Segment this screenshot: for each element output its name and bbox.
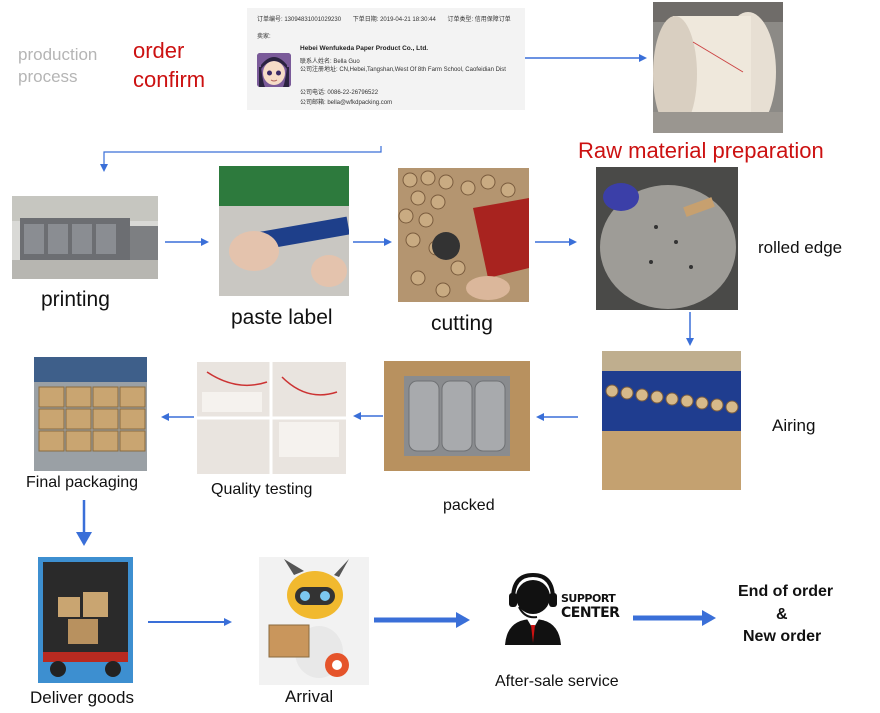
step-label-after-sale: After-sale service [495,673,619,690]
step-label-rolled-edge: rolled edge [758,238,843,257]
step-label-cutting: cutting [431,312,493,335]
step-label-quality-testing: Quality testing [211,481,313,498]
seller-address: 公司注册地址: CN,Hebei,Tangshan,West Of 8th Fa… [300,67,506,73]
order-type: 订单类型: 信用保障订单 [447,17,511,23]
seller-company-name: Hebei Wenfukeda Paper Product Co., Ltd. [300,45,429,52]
step-label-paste-label: paste label [231,306,333,329]
seller-contact: 联系人姓名: Bella Guo [300,59,360,65]
production-process-text: production process [18,45,98,86]
step-label-arrival: Arrival [285,687,334,706]
packed-photo [384,361,530,471]
end-of-order-text: End of order [738,583,834,600]
seller-email: 公司邮箱: bella@wfkdpacking.com [300,100,393,106]
arrival-robot-illustration [259,557,369,685]
seller-label: 卖家: [257,34,271,40]
rolled-edge-photo [596,167,738,310]
ampersand-text: & [776,606,788,623]
step-label-airing: Airing [772,416,816,435]
step-label-packed: packed [443,497,495,514]
support-logo-line2: CENTER [561,605,620,621]
airing-photo [602,351,741,490]
raw-material-preparation-text: Raw material preparation [578,138,824,163]
support-center-illustration: SUPPORT CENTER [497,567,620,657]
step-label-printing: printing [41,288,110,311]
final-packaging-photo [34,357,147,471]
printing-photo [12,196,158,279]
step-label-deliver-goods: Deliver goods [30,688,134,707]
support-logo-line1: SUPPORT [561,592,616,605]
arrow-elbow-to-printing [100,146,382,172]
step-label-final-packaging: Final packaging [26,474,139,491]
order-confirm-text: order confirm [133,38,206,92]
raw-material-roll-photo [653,2,783,133]
order-confirmation-card: 订单编号: 1309483100102923​0 下单日期: 2019-04-2… [247,8,525,110]
headset-agent-icon [505,572,561,645]
deliver-goods-photo [38,557,133,683]
cutting-photo [398,168,529,302]
order-date: 下单日期: 2019-04-21 18:30:44 [352,17,436,23]
order-number: 订单编号: 1309483100102923​0 [257,17,342,23]
seller-phone: 公司电话: 0086-22-26796522 [300,90,379,96]
new-order-text: New order [743,628,822,645]
order-header-row: 订单编号: 1309483100102923​0 下单日期: 2019-04-2… [257,14,511,23]
paste-label-photo [219,166,349,296]
quality-testing-photo [197,362,346,474]
seller-avatar [257,53,291,87]
